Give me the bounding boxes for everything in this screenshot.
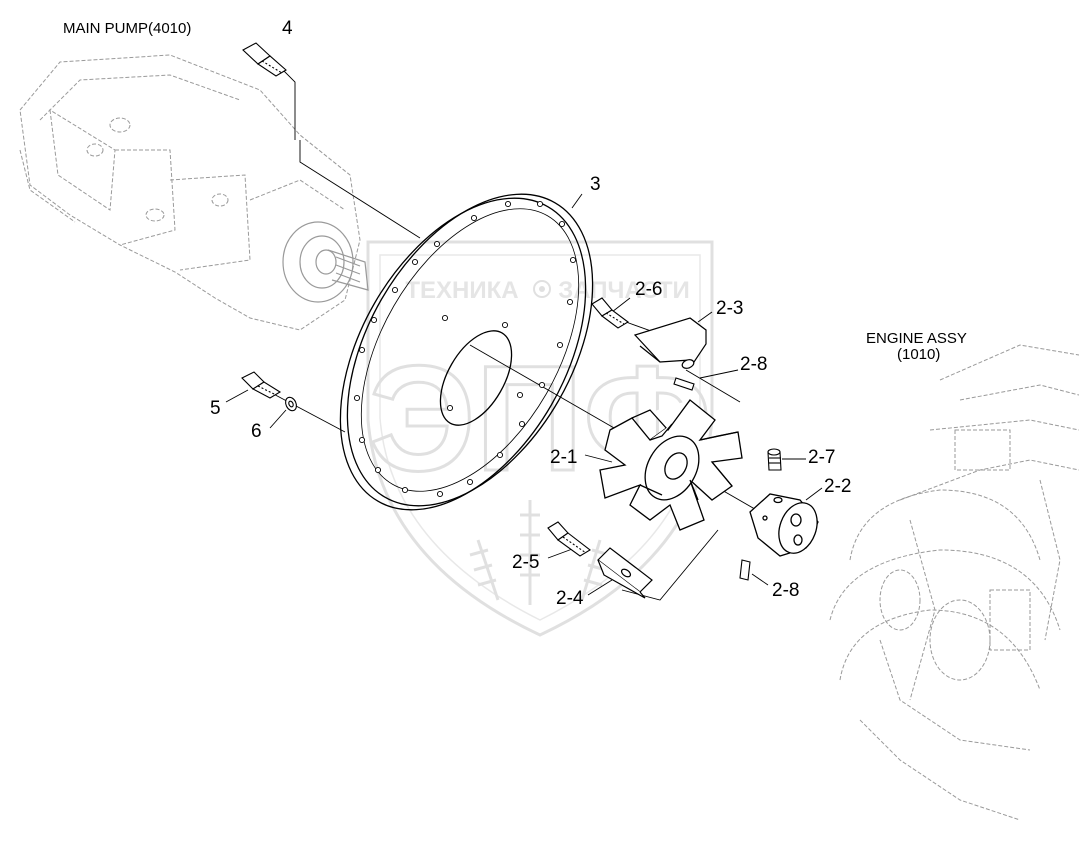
part-6-washer (285, 396, 297, 412)
callout-2-8-top: 2-8 (740, 354, 768, 375)
leader-2-4 (587, 579, 613, 596)
plate-bolt-holes (353, 200, 577, 498)
axis-bolt-5-6 (265, 389, 346, 433)
pump-flange-ghost (282, 221, 369, 303)
callout-2-2: 2-2 (824, 476, 852, 497)
main-pump-ghost (19, 54, 361, 331)
title-main-pump: MAIN PUMP(4010) (63, 20, 192, 37)
callout-2-8-bottom: 2-8 (772, 580, 800, 601)
title-engine-line2: (1010) (897, 346, 941, 363)
callout-6: 6 (251, 421, 262, 442)
watermark-wheat-icon (469, 500, 611, 605)
callout-3: 3 (590, 174, 601, 195)
leader-4 (279, 66, 296, 140)
part-5-bolt (241, 371, 282, 399)
leader-3 (571, 193, 583, 209)
axis-pin-2-8 (685, 369, 741, 403)
part-2-2-hub (749, 493, 819, 557)
part-2-3-segment (633, 317, 707, 369)
callout-2-1: 2-1 (550, 447, 578, 468)
watermark-word-right: ЗАПЧАСТИ (558, 277, 690, 304)
watermark-gear-icon (533, 280, 551, 298)
callout-2-3: 2-3 (716, 298, 744, 319)
axis-pump-to-plate (299, 140, 421, 239)
leader-2-8-bottom (751, 573, 769, 586)
part-2-8-bottom-pin (739, 559, 751, 581)
leader-2-1 (584, 454, 613, 463)
engine-ghost (829, 344, 1079, 821)
watermark-logo: ЭПФ ТЕХНИКА ЗАПЧАСТИ (366, 240, 714, 637)
callout-5: 5 (210, 398, 221, 419)
callout-2-7: 2-7 (808, 447, 836, 468)
leader-5 (225, 389, 249, 403)
callout-2-4: 2-4 (556, 588, 584, 609)
leader-2-3 (697, 311, 713, 323)
leader-2-8-top (699, 369, 739, 379)
leader-2-2 (805, 487, 823, 501)
callout-2-5: 2-5 (512, 552, 540, 573)
watermark-word-left: ТЕХНИКА (405, 277, 518, 304)
part-2-8-top-pin (673, 377, 695, 391)
bracket-2-4 (621, 529, 719, 601)
callout-4: 4 (282, 18, 293, 39)
leader-2-6 (611, 297, 631, 313)
title-engine-line1: ENGINE ASSY (866, 330, 967, 347)
part-4-cap-screw (242, 42, 287, 77)
part-2-5-bolt (547, 521, 591, 557)
part-2-7-set-screw (767, 448, 782, 471)
part-2-6-bolt (591, 297, 629, 329)
part-3-plate (339, 193, 594, 511)
leader-6 (269, 409, 287, 429)
part-2-1-coupling-element (599, 399, 743, 531)
part-2-4-segment (597, 547, 653, 599)
callout-2-6: 2-6 (635, 279, 663, 300)
